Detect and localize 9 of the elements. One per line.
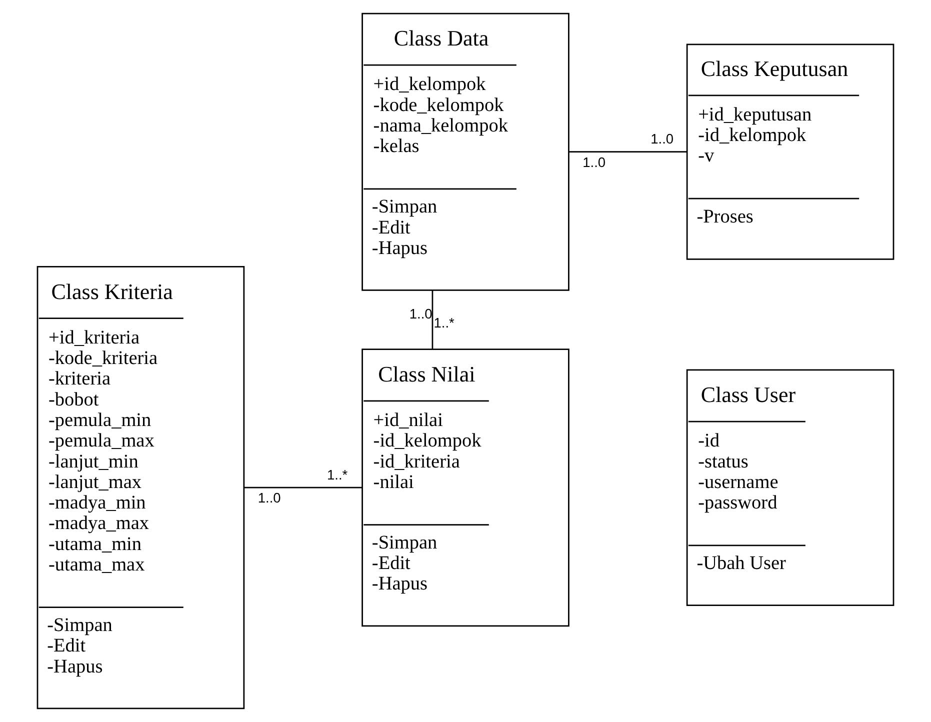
label: 1..0 [409,306,432,322]
connector [244,486,362,488]
label: 1..0 [582,154,606,170]
connector [569,151,688,152]
connector [432,290,434,349]
label: 1..* [327,467,348,482]
label: 1..0 [650,132,674,147]
label: 1..* [434,315,454,330]
label: 1..0 [258,490,281,506]
